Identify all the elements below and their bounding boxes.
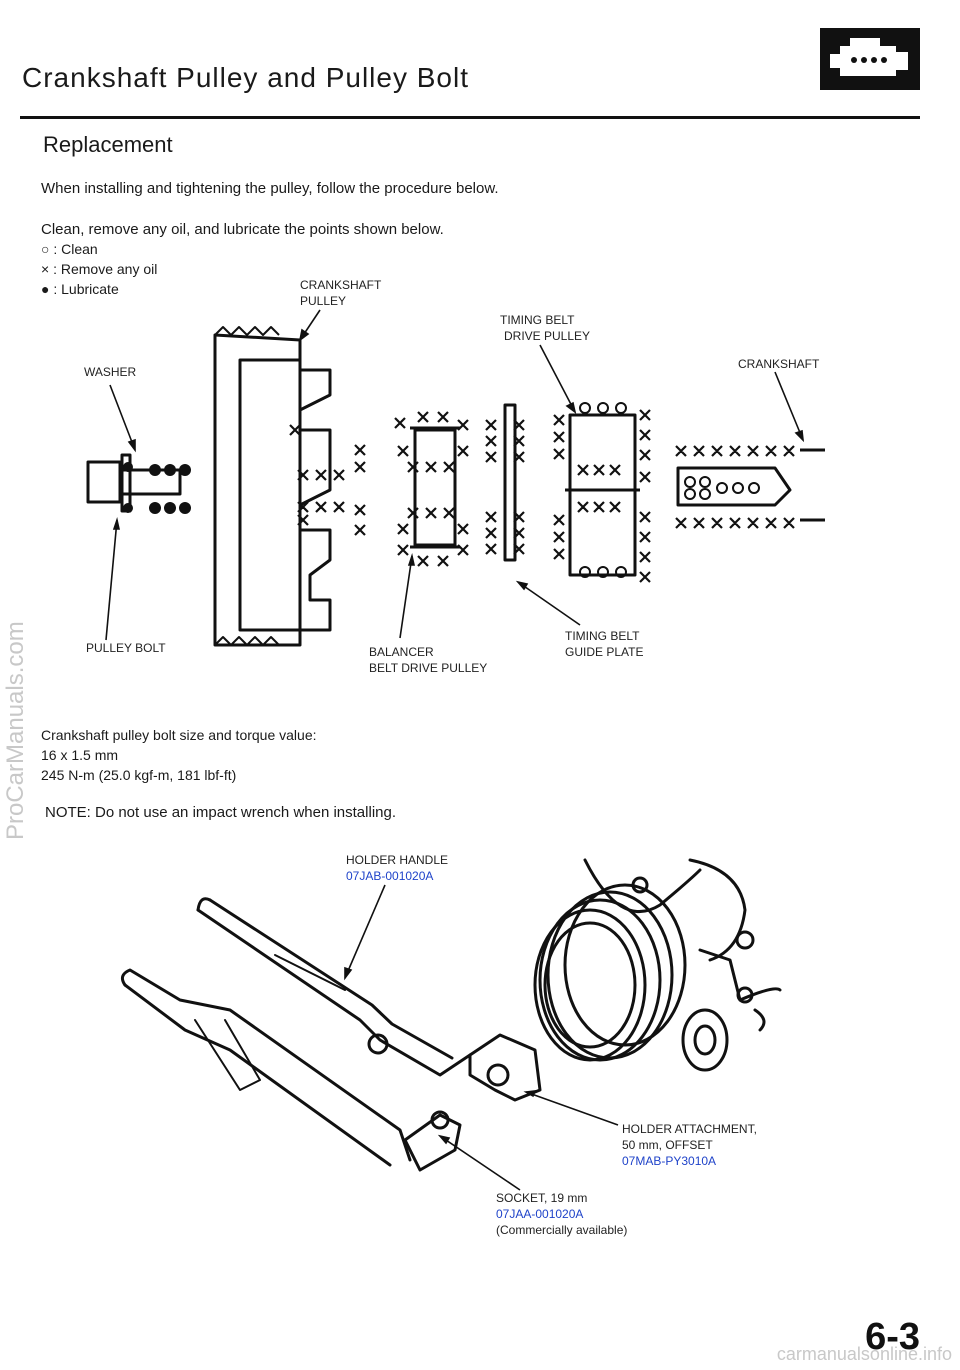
- legend-item-lubricate: ● : Lubricate: [41, 281, 119, 297]
- label-holder-handle: HOLDER HANDLE 07JAB-001020A: [346, 853, 449, 883]
- spec-heading: Crankshaft pulley bolt size and torque v…: [41, 727, 317, 743]
- engine-icon: [820, 28, 920, 90]
- section-title: Replacement: [43, 132, 173, 157]
- label-crankshaft: CRANKSHAFT: [738, 357, 820, 371]
- filled-circle-icon: ●: [41, 281, 50, 297]
- note-text: NOTE: Do not use an impact wrench when i…: [45, 804, 396, 821]
- label-pulley-bolt: PULLEY BOLT: [86, 641, 166, 655]
- page-number: 6-3: [865, 1316, 920, 1358]
- title-rule: [20, 116, 920, 119]
- legend-item-remove-oil: × : Remove any oil: [41, 261, 158, 277]
- cross-icon: ×: [41, 261, 50, 277]
- spec-torque: 245 N-m (25.0 kgf-m, 181 lbf-ft): [41, 767, 237, 783]
- watermark-left: ProCarManuals.com: [2, 621, 29, 840]
- part-number-holder-handle: 07JAB-001020A: [346, 869, 434, 883]
- part-number-socket: 07JAA-001020A: [496, 1207, 584, 1221]
- open-circle-icon: ○: [41, 241, 50, 257]
- legend-label: Remove any oil: [60, 261, 158, 277]
- legend-item-clean: ○ : Clean: [41, 241, 98, 257]
- instruction-text: Clean, remove any oil, and lubricate the…: [41, 221, 444, 238]
- part-number-holder-attachment: 07MAB-PY3010A: [622, 1154, 717, 1168]
- spec-bolt-size: 16 x 1.5 mm: [41, 747, 119, 763]
- legend-label: Clean: [61, 241, 98, 257]
- label-washer: WASHER: [84, 365, 137, 379]
- label-socket: SOCKET, 19 mm 07JAA-001020A (Commerciall…: [496, 1191, 628, 1237]
- legend-label: Lubricate: [61, 281, 119, 297]
- label-holder-attachment: HOLDER ATTACHMENT, 50 mm, OFFSET 07MAB-P…: [622, 1122, 757, 1168]
- watermark-bottom: carmanualsonline.info: [776, 1344, 952, 1364]
- intro-text: When installing and tightening the pulle…: [41, 180, 499, 197]
- page-title: Crankshaft Pulley and Pulley Bolt: [22, 62, 469, 93]
